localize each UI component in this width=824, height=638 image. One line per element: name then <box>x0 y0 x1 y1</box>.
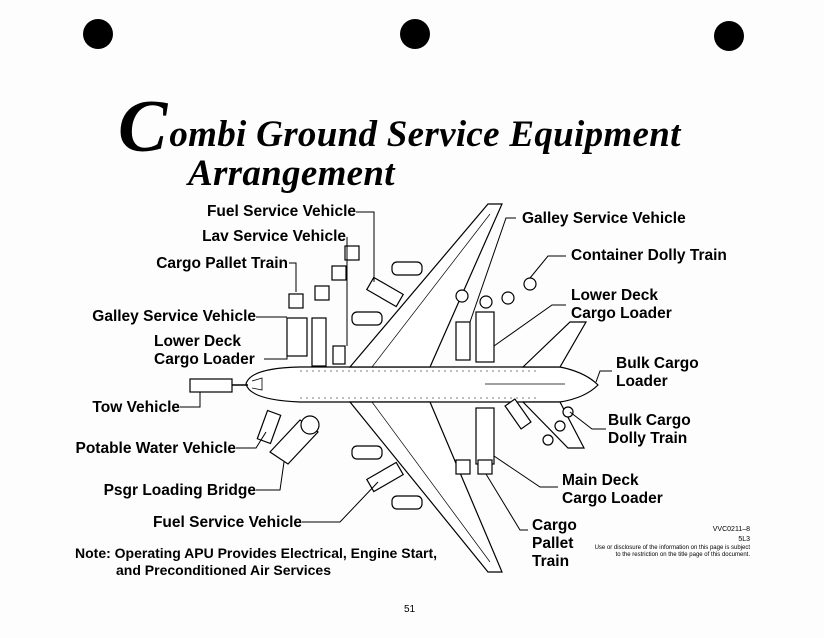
label-galley-service-vehicle-left: Galley Service Vehicle <box>92 308 256 325</box>
lower-deck-loader-left-shape <box>311 317 327 367</box>
potable-water-vehicle-shape <box>256 409 282 445</box>
label-main-deck-cargo-loader-2: Cargo Loader <box>562 490 663 507</box>
label-lav-service-vehicle: Lav Service Vehicle <box>202 228 346 245</box>
label-cargo-pallet-train-right-1: Cargo <box>532 517 577 534</box>
pallet-train-box-2 <box>314 285 330 301</box>
label-cargo-pallet-train-right-2: Pallet <box>532 535 574 552</box>
title-line-1: ombi Ground Service Equipment <box>169 114 681 155</box>
label-bulk-cargo-loader-1: Bulk Cargo <box>616 355 699 372</box>
disclosure-line-1: Use or disclosure of the information on … <box>594 545 750 551</box>
lower-deck-loader-right-shape <box>475 311 495 363</box>
binder-hole-right <box>714 21 744 51</box>
aircraft-tail-upper <box>521 321 588 368</box>
bulk-cargo-loader-shape <box>504 398 532 430</box>
label-bulk-cargo-loader-2: Loader <box>616 373 668 390</box>
engine-lower-inner <box>351 445 383 460</box>
fuel-vehicle-lower-shape <box>365 461 405 493</box>
aircraft-wing-upper <box>348 203 503 368</box>
aircraft-wing-lower <box>348 401 503 573</box>
page-number: 51 <box>404 604 416 615</box>
doc-code: VVC0211–8 <box>712 526 750 533</box>
label-lower-deck-cargo-loader-left-1: Lower Deck <box>154 333 242 350</box>
pallet-train-box-4 <box>344 245 360 261</box>
lav-vehicle-shape <box>332 345 346 365</box>
engine-upper-outer <box>391 261 423 276</box>
label-fuel-service-vehicle-bottom: Fuel Service Vehicle <box>152 514 302 531</box>
binder-hole-left <box>83 19 113 49</box>
label-bulk-cargo-dolly-train-1: Bulk Cargo <box>608 412 691 429</box>
title-line-2: Arrangement <box>188 153 395 194</box>
engine-upper-inner <box>351 311 383 326</box>
label-potable-water-vehicle: Potable Water Vehicle <box>75 440 236 457</box>
label-psgr-loading-bridge: Psgr Loading Bridge <box>103 482 256 499</box>
page-title: C ombi Ground Service Equipment Arrangem… <box>118 86 798 194</box>
galley-vehicle-right-shape <box>455 321 471 361</box>
title-initial: C <box>118 86 168 168</box>
label-lower-deck-cargo-loader-right-1: Lower Deck <box>571 287 659 304</box>
label-bulk-cargo-dolly-train-2: Dolly Train <box>608 430 688 447</box>
binder-hole-center <box>400 19 430 49</box>
galley-vehicle-left-shape <box>286 317 308 357</box>
label-container-dolly-train: Container Dolly Train <box>571 247 727 264</box>
pallet-train-box-1 <box>288 293 304 309</box>
fuel-vehicle-upper-shape <box>365 276 405 308</box>
label-cargo-pallet-train-left: Cargo Pallet Train <box>156 255 288 272</box>
label-lower-deck-cargo-loader-right-2: Cargo Loader <box>571 305 672 322</box>
label-fuel-service-vehicle-top: Fuel Service Vehicle <box>206 203 356 220</box>
label-main-deck-cargo-loader-1: Main Deck <box>562 472 639 489</box>
doc-rev: 5L3 <box>738 536 750 543</box>
tow-vehicle-shape <box>189 378 233 393</box>
label-galley-service-vehicle-right: Galley Service Vehicle <box>522 210 686 227</box>
aircraft-fuselage <box>245 366 599 403</box>
note-line-2: and Preconditioned Air Services <box>116 562 331 578</box>
label-cargo-pallet-train-right-3: Train <box>532 553 570 570</box>
note-line-1: Note: Operating APU Provides Electrical,… <box>75 545 438 561</box>
label-lower-deck-cargo-loader-left-2: Cargo Loader <box>154 351 255 368</box>
label-tow-vehicle: Tow Vehicle <box>92 399 180 416</box>
pallet-train-box-3 <box>331 265 347 281</box>
disclosure-line-2: to the restriction on the title page of … <box>615 552 750 558</box>
engine-lower-outer <box>391 495 423 510</box>
aircraft-tail-lower <box>521 401 585 449</box>
main-deck-loader-shape <box>475 407 495 465</box>
